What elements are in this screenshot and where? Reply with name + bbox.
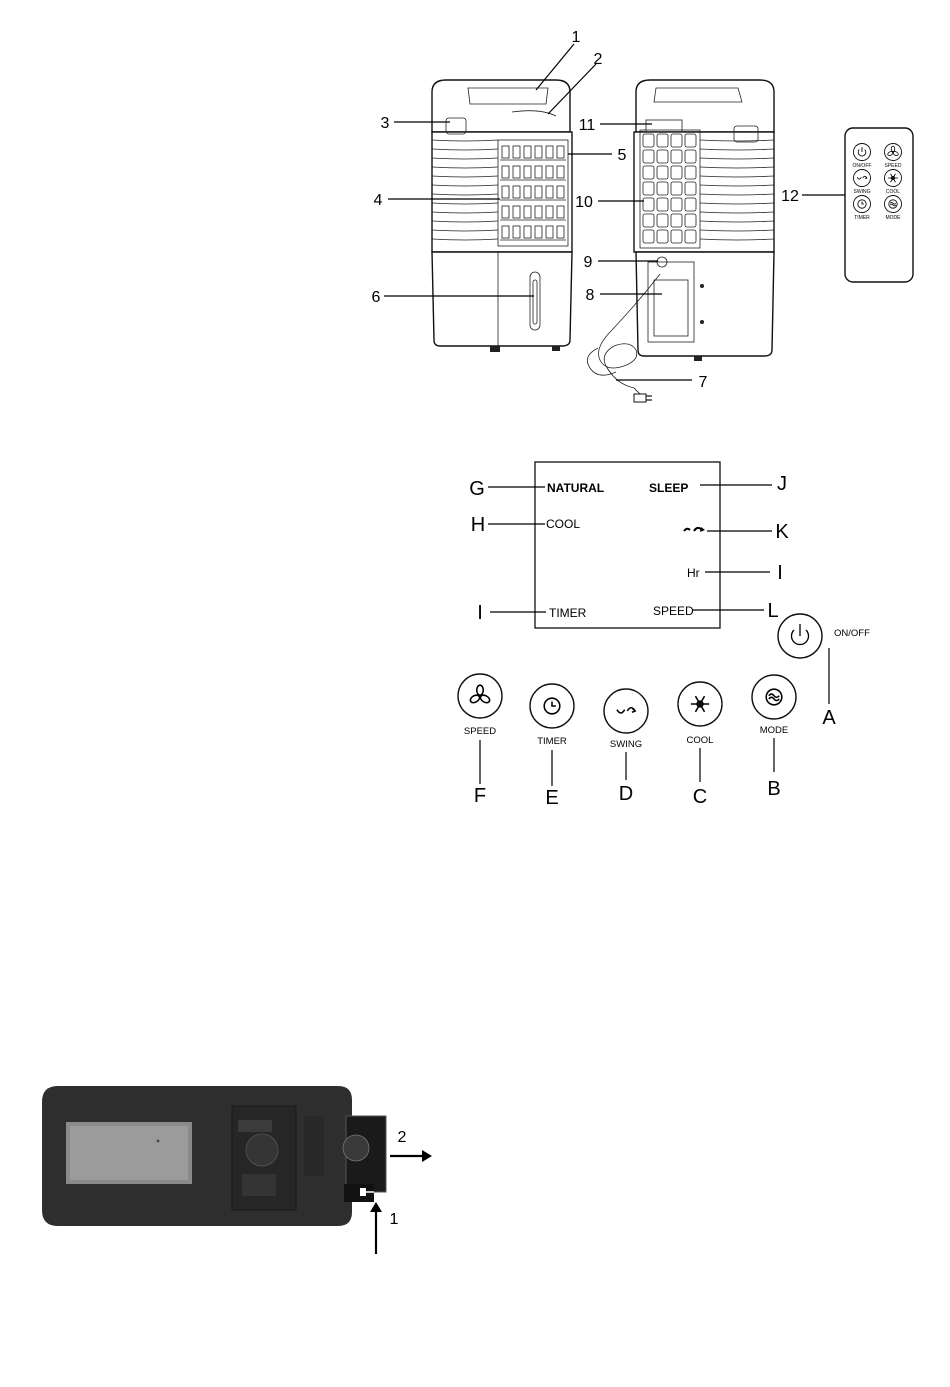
svg-text:8: 8	[586, 287, 595, 304]
svg-text:5: 5	[618, 147, 627, 164]
svg-text:2: 2	[594, 51, 603, 68]
speed-button-label: SPEED	[464, 726, 496, 737]
svg-text:1: 1	[390, 1211, 399, 1228]
display-speed-label: SPEED	[653, 604, 694, 618]
cooler-back-view	[634, 80, 774, 361]
remote-button-label: COOL	[886, 189, 900, 195]
remote-button-label: ON/OFF	[853, 163, 872, 169]
svg-text:H: H	[471, 514, 485, 536]
swing-button[interactable]	[604, 689, 648, 733]
svg-text:J: J	[777, 473, 787, 495]
timer-button[interactable]	[530, 684, 574, 728]
speed-button-letter: F	[474, 785, 486, 807]
cool-button[interactable]	[678, 682, 722, 726]
svg-text:10: 10	[575, 194, 593, 211]
remote-button-label: SPEED	[885, 163, 902, 169]
display-natural-label: NATURAL	[547, 481, 604, 495]
remote-back-photo	[42, 1086, 386, 1226]
step-2-arrow: 2	[390, 1129, 432, 1162]
cool-button-label: COOL	[687, 735, 714, 746]
svg-text:L: L	[767, 600, 778, 622]
mode-button-label: MODE	[760, 725, 789, 736]
svg-text:11: 11	[579, 117, 596, 134]
timer-button-letter: E	[545, 787, 558, 809]
svg-text:1: 1	[572, 29, 581, 46]
svg-text:K: K	[775, 521, 789, 543]
remote-button-cool[interactable]: COOL	[885, 170, 902, 196]
remote-button-label: MODE	[886, 215, 902, 221]
swing-button-letter: D	[619, 783, 633, 805]
onoff-button[interactable]	[778, 614, 822, 658]
remote-button-mode[interactable]: MODE	[885, 196, 902, 222]
cooler-front-view	[432, 80, 572, 352]
control-panel-buttons: SPEED F TIMER E SWING D COOL C MODE B	[458, 674, 796, 809]
callout-7: 7	[616, 374, 708, 391]
swing-button-label: SWING	[610, 739, 642, 750]
svg-text:6: 6	[372, 289, 381, 306]
callout-12: 12	[781, 188, 845, 205]
svg-text:3: 3	[381, 115, 390, 132]
remote-button-speed[interactable]: SPEED	[885, 144, 902, 170]
svg-text:12: 12	[781, 188, 799, 205]
lcd-display: NATURAL SLEEP COOL Hr TIMER SPEED G J H …	[469, 462, 789, 628]
svg-text:2: 2	[398, 1129, 407, 1146]
remote-button-label: TIMER	[854, 215, 870, 221]
cool-button-letter: C	[693, 786, 707, 808]
remote-button-timer[interactable]: TIMER	[854, 196, 871, 222]
speed-button[interactable]	[458, 674, 502, 718]
step-1-arrow: 1	[370, 1202, 399, 1254]
mode-button-letter: B	[767, 778, 780, 800]
remote-button-onoff[interactable]: ON/OFF	[853, 144, 872, 170]
timer-button-label: TIMER	[537, 736, 567, 747]
callout-5: 5	[568, 147, 627, 164]
onoff-letter: A	[822, 707, 836, 729]
svg-text:7: 7	[699, 374, 708, 391]
remote-button-swing[interactable]: SWING	[854, 170, 871, 196]
mode-button[interactable]	[752, 675, 796, 719]
display-hr-label: Hr	[687, 566, 700, 580]
display-cool-label: COOL	[546, 517, 580, 531]
onoff-label: ON/OFF	[834, 628, 870, 639]
remote-control-drawing: ON/OFF SPEED SWING COOL TIMER MODE	[845, 128, 913, 282]
display-timer-label: TIMER	[549, 606, 587, 620]
svg-text:9: 9	[584, 254, 593, 271]
svg-text:G: G	[469, 478, 485, 500]
svg-text:I: I	[777, 562, 783, 584]
svg-text:I: I	[477, 602, 483, 624]
remote-button-label: SWING	[854, 189, 871, 195]
svg-text:4: 4	[374, 192, 383, 209]
display-sleep-label: SLEEP	[649, 481, 688, 495]
